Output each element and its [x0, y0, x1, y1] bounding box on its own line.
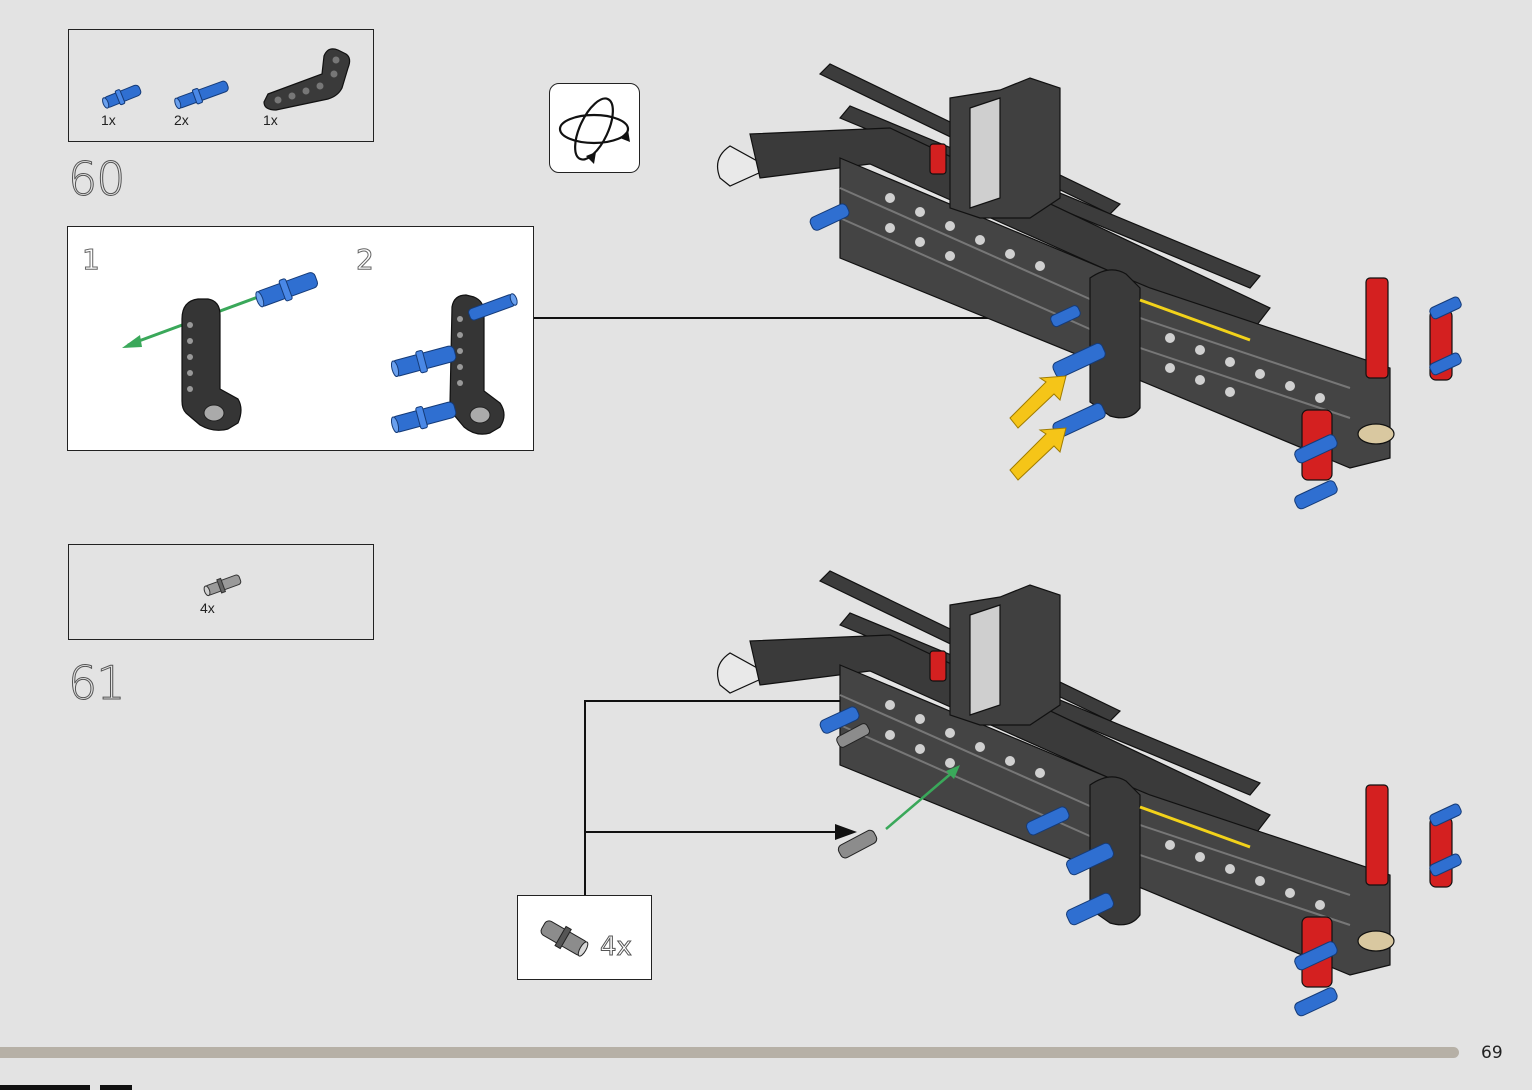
bottom-tab — [0, 1085, 90, 1090]
model-assembly-step-61 — [690, 545, 1480, 1025]
page-progress-bar — [0, 1047, 1459, 1058]
bottom-tab — [100, 1085, 132, 1090]
page-number: 69 — [1481, 1043, 1503, 1063]
